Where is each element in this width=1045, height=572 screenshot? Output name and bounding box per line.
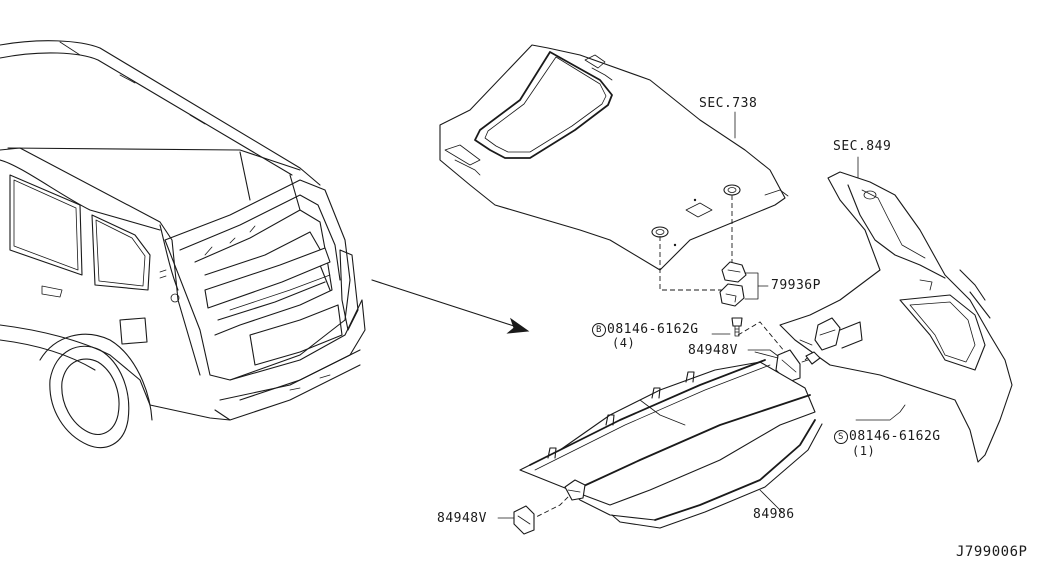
side-trim-part [779, 156, 1013, 463]
bolt-s-part-number: 08146-6162G [849, 429, 941, 444]
label-79936p: 79936P [771, 278, 821, 293]
diagram-id: J799006P [956, 544, 1028, 560]
bolt-b-marker: B [592, 323, 606, 337]
clip-79936p [719, 261, 769, 337]
leader-lines [711, 333, 906, 421]
cargo-cover-part [519, 359, 823, 529]
label-sec-738: SEC.738 [699, 96, 758, 111]
bolt-s-marker: S [834, 430, 848, 444]
bolt-s-quantity: (1) [852, 444, 876, 458]
label-84948v-top: 84948V [688, 343, 738, 358]
headliner-part [439, 44, 789, 271]
direction-arrow [371, 279, 530, 334]
label-84986: 84986 [753, 507, 795, 522]
bolt-b-quantity: (4) [612, 336, 636, 350]
bolt-b-part-number: 08146-6162G [607, 322, 699, 337]
label-84948v-bottom: 84948V [437, 511, 487, 526]
bracket-84948v-top [754, 349, 821, 383]
bracket-84948v-bottom [497, 505, 535, 535]
vehicle-illustration [0, 40, 366, 449]
label-sec-849: SEC.849 [833, 139, 892, 154]
